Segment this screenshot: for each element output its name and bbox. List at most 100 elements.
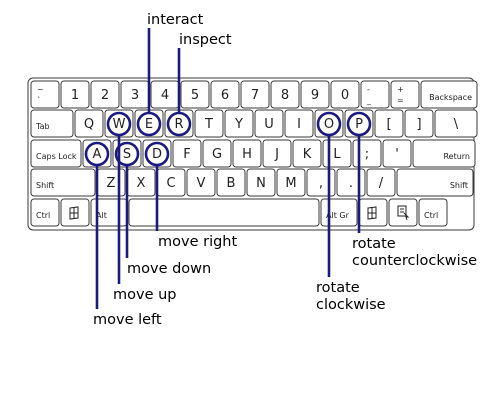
key-k[interactable]: K — [292, 139, 322, 168]
windows-key[interactable] — [358, 198, 388, 227]
key-tab[interactable]: Tab — [30, 109, 74, 138]
key-label: M — [285, 176, 296, 191]
windows-icon — [367, 206, 377, 220]
key-sym[interactable]: ; — [352, 139, 382, 168]
key-backspace[interactable]: Backspace — [420, 80, 478, 109]
key-4[interactable]: 4 — [150, 80, 180, 109]
key-label: Ctrl — [36, 211, 50, 220]
key-3[interactable]: 3 — [120, 80, 150, 109]
key-sym[interactable]: ~` — [30, 80, 60, 109]
key-sym[interactable]: += — [390, 80, 420, 109]
key-y[interactable]: Y — [224, 109, 254, 138]
annotation-move-left-label: move left — [93, 312, 162, 328]
keycap — [276, 168, 306, 197]
key-sym[interactable]: -_ — [360, 80, 390, 109]
keycap — [74, 109, 104, 138]
keycap — [374, 109, 404, 138]
key-1[interactable]: 1 — [60, 80, 90, 109]
key-l[interactable]: L — [322, 139, 352, 168]
key-label: . — [349, 176, 353, 191]
key-return[interactable]: Return — [412, 139, 476, 168]
key-9[interactable]: 9 — [300, 80, 330, 109]
key-shift[interactable]: Shift — [30, 168, 96, 197]
windows-icon — [69, 206, 79, 220]
key-sublabel: = — [397, 96, 404, 105]
keycap — [418, 198, 448, 227]
key-caps-lock[interactable]: Caps Lock — [30, 139, 82, 168]
keycap — [330, 80, 360, 109]
key-label: G — [212, 147, 222, 162]
key-label: S — [123, 147, 131, 162]
key-g[interactable]: G — [202, 139, 232, 168]
keycap — [30, 109, 74, 138]
key-m[interactable]: M — [276, 168, 306, 197]
keycap — [216, 168, 246, 197]
key-label: L — [333, 147, 341, 162]
keycap — [254, 109, 284, 138]
key-b[interactable]: B — [216, 168, 246, 197]
annotation-move-down-label: move down — [127, 261, 211, 277]
keycap — [412, 139, 476, 168]
keycap — [202, 139, 232, 168]
key-label: Caps Lock — [36, 152, 77, 161]
keycap — [90, 80, 120, 109]
key-sym[interactable]: [ — [374, 109, 404, 138]
key-q[interactable]: Q — [74, 109, 104, 138]
key-label: Ctrl — [424, 211, 438, 220]
key-label: I — [297, 117, 301, 132]
key-label: P — [355, 117, 363, 132]
key-label: O — [324, 117, 334, 132]
keycap — [292, 139, 322, 168]
key-sym[interactable]: \ — [434, 109, 478, 138]
key-6[interactable]: 6 — [210, 80, 240, 109]
key-u[interactable]: U — [254, 109, 284, 138]
key-c[interactable]: C — [156, 168, 186, 197]
windows-key[interactable] — [60, 198, 90, 227]
key-label: 7 — [251, 88, 259, 103]
key-label: \ — [454, 117, 459, 132]
key-j[interactable]: J — [262, 139, 292, 168]
key-7[interactable]: 7 — [240, 80, 270, 109]
key-h[interactable]: H — [232, 139, 262, 168]
keycap — [300, 80, 330, 109]
key-label: H — [242, 147, 252, 162]
key-t[interactable]: T — [194, 109, 224, 138]
keycap — [180, 80, 210, 109]
key-n[interactable]: N — [246, 168, 276, 197]
keycap — [420, 80, 478, 109]
key-5[interactable]: 5 — [180, 80, 210, 109]
key-ctrl[interactable]: Ctrl — [418, 198, 448, 227]
key-space[interactable] — [128, 198, 320, 227]
key-label: 2 — [101, 88, 109, 103]
key-x[interactable]: X — [126, 168, 156, 197]
menu-key[interactable] — [388, 198, 418, 227]
key-z[interactable]: Z — [96, 168, 126, 197]
keycap — [30, 198, 60, 227]
key-shift[interactable]: Shift — [396, 168, 474, 197]
key-sym[interactable]: / — [366, 168, 396, 197]
keycap — [30, 139, 82, 168]
key-f[interactable]: F — [172, 139, 202, 168]
key-label: Shift — [36, 181, 54, 190]
key-0[interactable]: 0 — [330, 80, 360, 109]
key-alt-gr[interactable]: Alt Gr — [320, 198, 358, 227]
key-label: N — [256, 176, 266, 191]
key-ctrl[interactable]: Ctrl — [30, 198, 60, 227]
key-sym[interactable]: ] — [404, 109, 434, 138]
key-label: / — [379, 176, 384, 191]
key-sym[interactable]: , — [306, 168, 336, 197]
key-sym[interactable]: ' — [382, 139, 412, 168]
key-sym[interactable]: . — [336, 168, 366, 197]
key-2[interactable]: 2 — [90, 80, 120, 109]
key-8[interactable]: 8 — [270, 80, 300, 109]
key-label: T — [204, 117, 213, 132]
key-label: 8 — [281, 88, 289, 103]
key-label: F — [183, 147, 190, 162]
key-label: 3 — [131, 88, 139, 103]
key-label: V — [197, 176, 206, 191]
key-v[interactable]: V — [186, 168, 216, 197]
keycap — [240, 80, 270, 109]
key-i[interactable]: I — [284, 109, 314, 138]
